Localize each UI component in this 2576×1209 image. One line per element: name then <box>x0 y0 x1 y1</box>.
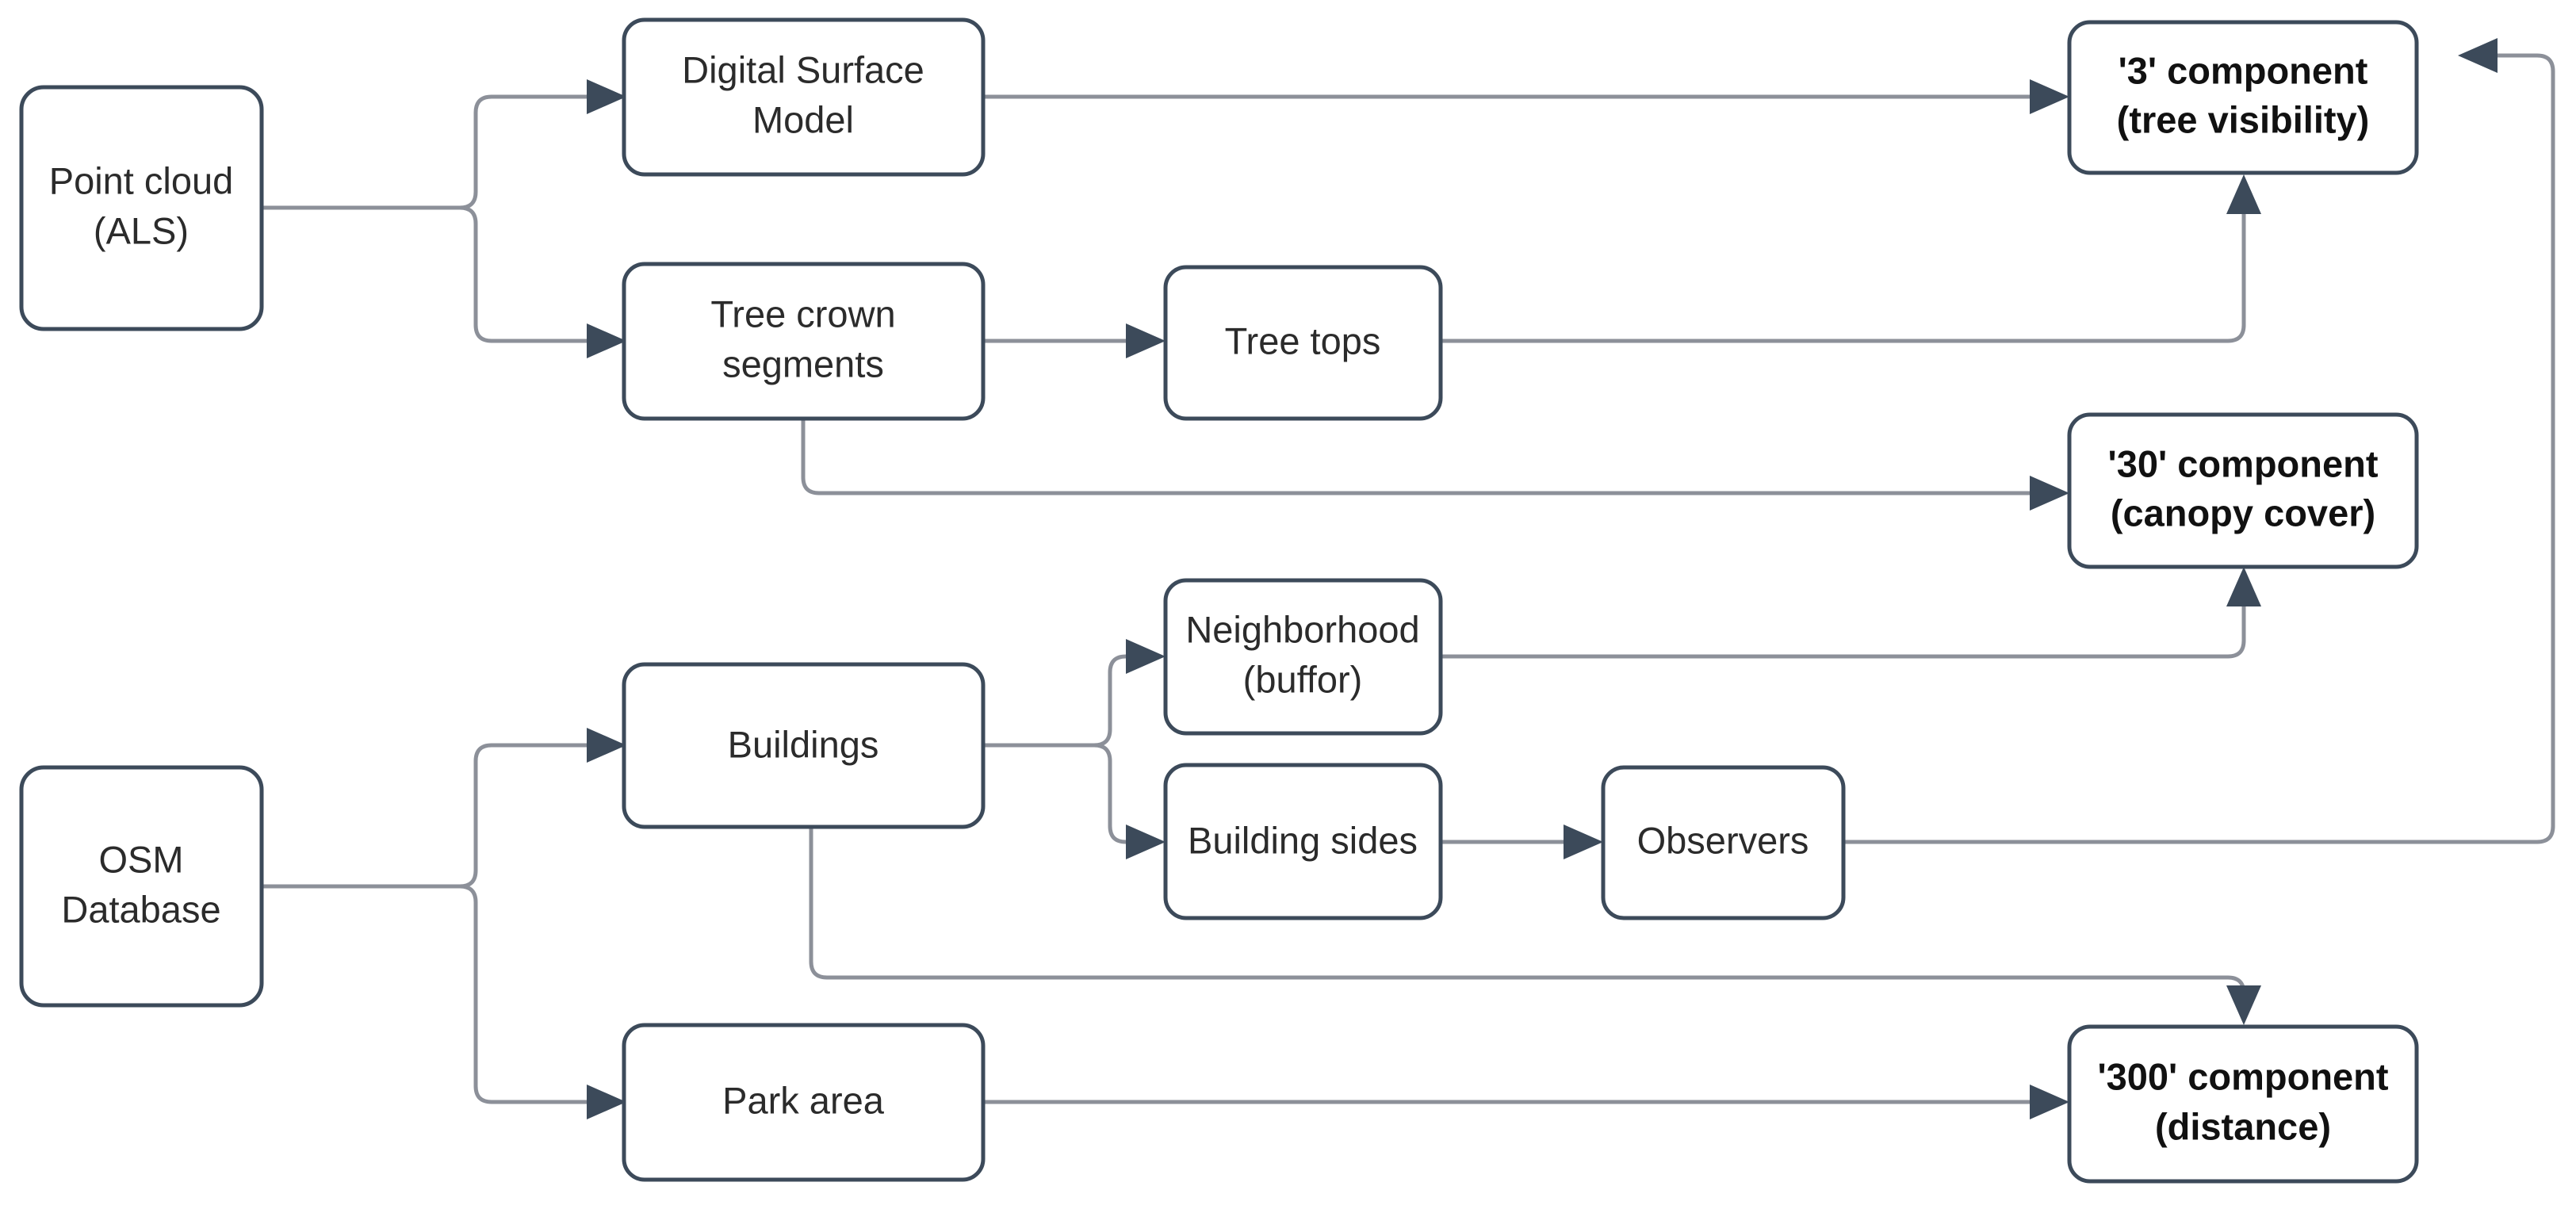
node-buildings[interactable]: Buildings <box>622 662 986 829</box>
edge-osm-to-park-area <box>262 884 626 1119</box>
edge-dsm-to-comp3 <box>983 79 2069 114</box>
node-tree-tops-shape[interactable] <box>1163 265 1443 421</box>
node-layer: Point cloud (ALS) Digital Surface Model … <box>19 17 2419 1184</box>
node-osm-database-label-line-1: OSM <box>98 838 183 880</box>
node-tree-tops-label: Tree tops <box>1225 319 1381 362</box>
node-park-area-label: Park area <box>722 1079 885 1121</box>
node-tree-crown-segments-label-line-2: segments <box>722 342 884 385</box>
node-comp3-tree-visibility[interactable]: '3' component (tree visibility) <box>2067 20 2419 175</box>
edge-buildings-to-comp300 <box>809 827 2261 1025</box>
node-tree-crown-segments[interactable]: Tree crown segments <box>622 262 986 421</box>
node-osm-database-shape[interactable] <box>19 765 264 1008</box>
node-comp3-label-line-1: '3' component <box>2119 49 2368 91</box>
node-neighborhood-label-line-1: Neighborhood <box>1185 608 1419 650</box>
node-tree-tops[interactable]: Tree tops <box>1163 265 1443 421</box>
node-park-area-shape[interactable] <box>622 1023 986 1182</box>
node-park-area[interactable]: Park area <box>622 1023 986 1182</box>
node-digital-surface-model-shape[interactable] <box>622 17 986 177</box>
node-osm-database[interactable]: OSM Database <box>19 765 264 1008</box>
edge-neighborhood-to-comp30 <box>1441 567 2261 659</box>
node-comp30-canopy-cover[interactable]: '30' component (canopy cover) <box>2067 412 2419 569</box>
node-building-sides[interactable]: Building sides <box>1163 763 1443 920</box>
node-comp30-shape[interactable] <box>2067 412 2419 569</box>
node-comp300-shape[interactable] <box>2067 1024 2419 1184</box>
node-comp300-label-line-1: '300' component <box>2097 1055 2388 1097</box>
node-point-cloud[interactable]: Point cloud (ALS) <box>19 85 264 331</box>
node-observers-shape[interactable] <box>1601 765 1846 920</box>
edge-osm-to-buildings <box>262 728 626 889</box>
edge-park-area-to-comp300 <box>983 1085 2069 1119</box>
edge-tree-crown-to-tree-tops <box>983 323 1166 358</box>
node-buildings-label: Buildings <box>728 723 879 765</box>
edge-buildings-to-building-sides <box>983 743 1166 859</box>
edge-point-cloud-to-tree-crown <box>262 205 626 358</box>
node-digital-surface-model-label-line-2: Model <box>752 98 854 140</box>
node-comp3-label-line-2: (tree visibility) <box>2117 98 2370 140</box>
node-neighborhood-buffor[interactable]: Neighborhood (buffor) <box>1163 578 1443 736</box>
node-buildings-shape[interactable] <box>622 662 986 829</box>
node-neighborhood-label-line-2: (buffor) <box>1243 658 1363 700</box>
edge-tree-crown-to-comp30 <box>801 419 2069 511</box>
node-point-cloud-shape[interactable] <box>19 85 264 331</box>
node-building-sides-label: Building sides <box>1188 819 1418 861</box>
node-observers-label: Observers <box>1637 819 1809 861</box>
node-tree-crown-segments-shape[interactable] <box>622 262 986 421</box>
node-digital-surface-model[interactable]: Digital Surface Model <box>622 17 986 177</box>
node-comp30-label-line-1: '30' component <box>2108 442 2379 484</box>
edge-building-sides-to-observers <box>1441 824 1603 859</box>
node-observers[interactable]: Observers <box>1601 765 1846 920</box>
node-comp30-label-line-2: (canopy cover) <box>2111 492 2375 534</box>
node-neighborhood-shape[interactable] <box>1163 578 1443 736</box>
edge-layer <box>262 38 2555 1119</box>
node-point-cloud-label-line-2: (ALS) <box>94 209 189 251</box>
node-comp300-label-line-2: (distance) <box>2155 1105 2331 1147</box>
node-tree-crown-segments-label-line-1: Tree crown <box>710 293 895 335</box>
edge-observers-to-comp3 <box>1843 38 2555 844</box>
node-comp300-distance[interactable]: '300' component (distance) <box>2067 1024 2419 1184</box>
edge-buildings-to-neighborhood <box>983 639 1166 748</box>
edge-point-cloud-to-dsm <box>262 79 626 210</box>
edge-tree-tops-to-comp3 <box>1441 174 2261 343</box>
node-comp3-shape[interactable] <box>2067 20 2419 175</box>
node-osm-database-label-line-2: Database <box>61 888 220 930</box>
node-building-sides-shape[interactable] <box>1163 763 1443 920</box>
node-point-cloud-label-line-1: Point cloud <box>49 159 234 201</box>
node-digital-surface-model-label-line-1: Digital Surface <box>682 48 924 90</box>
